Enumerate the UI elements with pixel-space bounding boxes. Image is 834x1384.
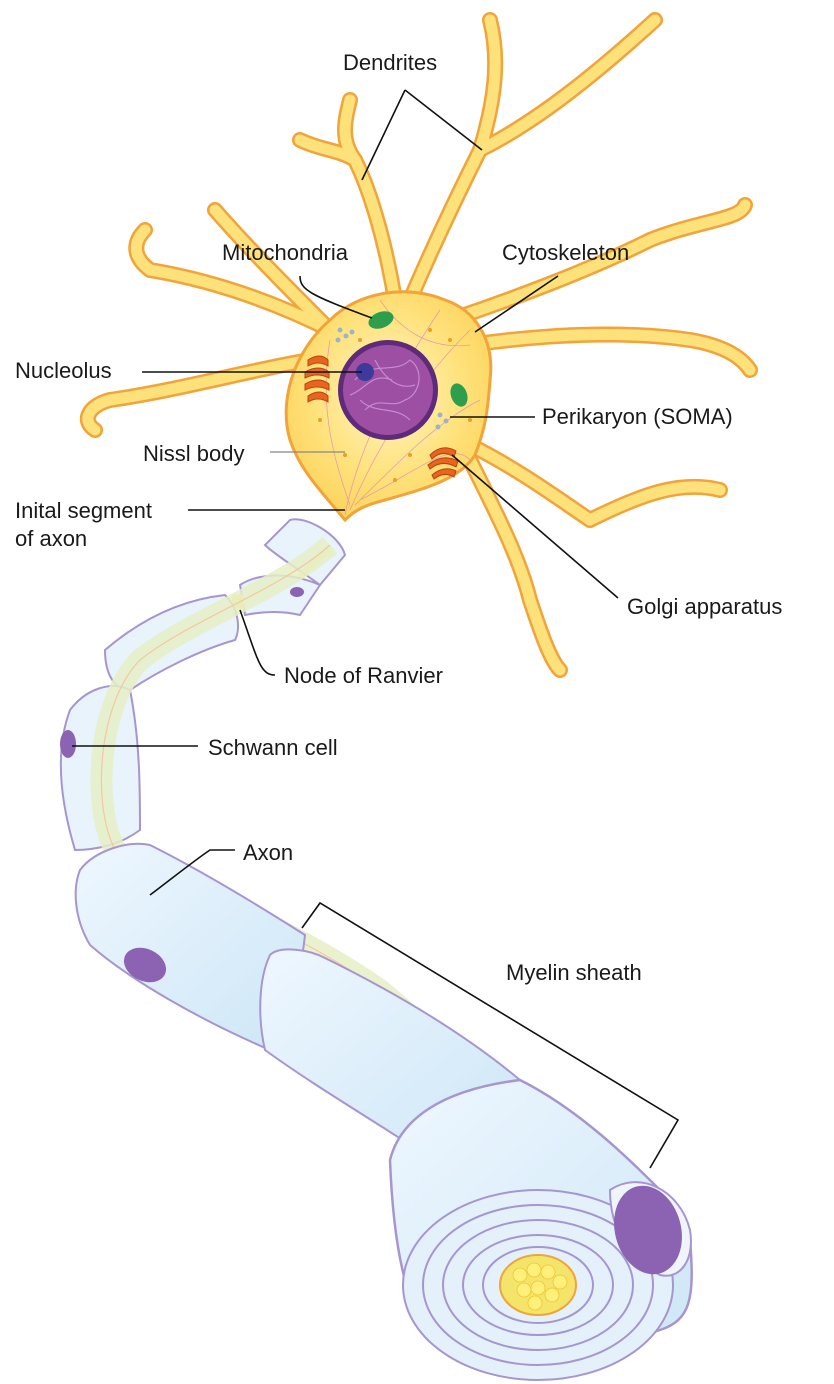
- golgi-body-right: [428, 448, 458, 479]
- label-perikaryon: Perikaryon (SOMA): [542, 404, 733, 429]
- label-node-of-ranvier: Node of Ranvier: [284, 663, 443, 688]
- label-axon: Axon: [243, 840, 293, 865]
- schwann-nucleus: [60, 730, 76, 758]
- axon-bundle: [500, 1255, 576, 1315]
- axon-myelin: [60, 519, 692, 1380]
- label-initial-segment-line1: Inital segment: [15, 498, 152, 523]
- label-schwann-cell: Schwann cell: [208, 735, 338, 760]
- schwann-nucleus-small: [290, 587, 304, 597]
- label-golgi-apparatus: Golgi apparatus: [627, 594, 782, 619]
- label-cytoskeleton: Cytoskeleton: [502, 240, 629, 265]
- nucleus: [338, 340, 438, 440]
- label-nissl-body: Nissl body: [143, 441, 244, 466]
- label-dendrites: Dendrites: [343, 50, 437, 75]
- label-initial-segment-line2: of axon: [15, 526, 87, 551]
- label-nucleolus: Nucleolus: [15, 358, 112, 383]
- label-mitochondria: Mitochondria: [222, 240, 349, 265]
- label-myelin-sheath: Myelin sheath: [506, 960, 642, 985]
